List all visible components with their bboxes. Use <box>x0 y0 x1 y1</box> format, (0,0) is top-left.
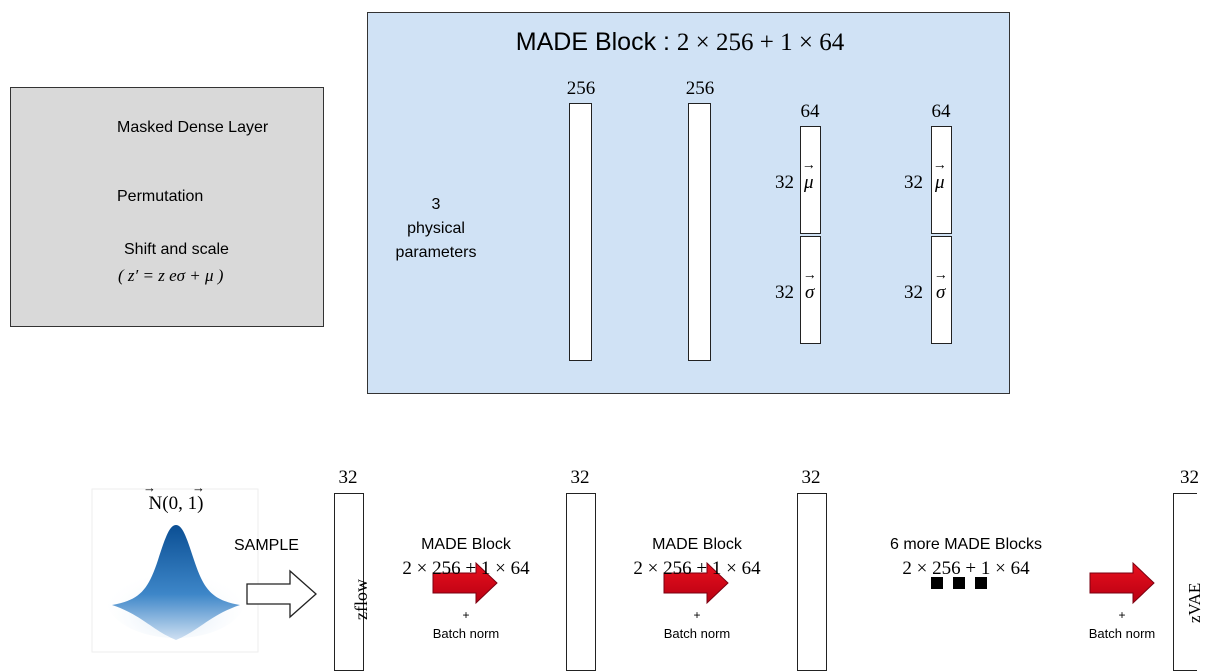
z-flow-label: zflow <box>351 579 371 620</box>
made-title-prefix: MADE Block : <box>515 28 670 56</box>
made-perm-mu-bar <box>931 126 952 234</box>
flow-bar-3 <box>797 493 827 671</box>
z-vae-label: zVAE <box>1185 582 1204 623</box>
made-input-label: 3 physical parameters <box>396 193 477 265</box>
made-sigma-bar <box>800 236 821 344</box>
made-perm-sigma-symbol: →σ <box>934 268 948 304</box>
mu-symbol: μ <box>804 172 814 193</box>
made-input-line-2: physical <box>407 220 465 237</box>
ellipsis-dot-3 <box>975 577 987 589</box>
sample-arrow-icon <box>246 569 317 619</box>
flow-size-4: 32 <box>1180 467 1199 488</box>
legend-permutation-label: Permutation <box>117 188 204 205</box>
flow-size-3: 32 <box>801 467 821 488</box>
made-perm-mu-symbol: →μ <box>933 158 947 194</box>
legend-masked-dense-label: Masked Dense Layer <box>117 119 269 136</box>
made-layer-4-size: 64 <box>931 101 951 122</box>
legend-shift-formula: ( z′ = z eσ + μ ) <box>118 266 224 285</box>
flow-block-1-batchnorm: Batch norm <box>432 626 500 641</box>
flow-block-1-title: MADE Block <box>421 536 511 553</box>
made-sigma-size: 32 <box>775 282 794 303</box>
ellipsis-dot-2 <box>953 577 965 589</box>
gaussian-surface-icon <box>112 525 240 640</box>
flow-size-2: 32 <box>570 467 590 488</box>
flow-bar-2 <box>566 493 596 671</box>
normal-distribution-label: N(0, 1) <box>148 493 204 514</box>
normal-mean-arrow: → <box>143 480 156 495</box>
made-perm-sigma-size: 32 <box>904 282 923 303</box>
flow-red-arrow-2-icon <box>663 561 729 605</box>
sigma-symbol: σ <box>805 282 815 303</box>
flow-block-3-formula: 2 × 256 + 1 × 64 <box>902 558 1030 579</box>
legend-box <box>10 87 324 327</box>
perm-mu-symbol: μ <box>935 172 945 193</box>
made-sigma-symbol: →σ <box>803 268 817 304</box>
sample-label: SAMPLE <box>234 537 299 554</box>
made-layer-2-size: 256 <box>685 78 715 99</box>
z-vae-bar <box>1173 493 1197 671</box>
made-input-line-1: 3 <box>431 196 441 213</box>
made-perm-mu-size: 32 <box>904 172 923 193</box>
flow-red-arrow-1-icon <box>432 561 498 605</box>
perm-sigma-vector-arrow: → <box>933 268 948 283</box>
made-layer-1-size: 256 <box>566 78 596 99</box>
legend-shift-scale-label: Shift and scale <box>124 241 229 258</box>
flow-block-2-plus: + <box>693 608 701 622</box>
flow-block-1-plus: + <box>462 608 470 622</box>
normal-std-arrow: → <box>192 480 205 495</box>
perm-mu-vector-arrow: → <box>932 158 947 173</box>
ellipsis-dot-1 <box>931 577 943 589</box>
perm-sigma-symbol: σ <box>936 282 946 303</box>
made-input-line-3: parameters <box>395 244 477 261</box>
sigma-vector-arrow: → <box>802 268 817 283</box>
flow-block-2-batchnorm: Batch norm <box>663 626 731 641</box>
flow-red-arrow-3-icon <box>1089 561 1155 605</box>
made-title: MADE Block : 2 × 256 + 1 × 64 <box>516 28 844 57</box>
made-mu-symbol: →μ <box>802 158 816 194</box>
made-mu-size: 32 <box>775 172 794 193</box>
made-title-formula: 2 × 256 + 1 × 64 <box>676 29 845 56</box>
made-layer-3-size: 64 <box>800 101 820 122</box>
flow-block-2-formula: 2 × 256 + 1 × 64 <box>633 558 761 579</box>
flow-block-3-plus: + <box>1118 608 1126 622</box>
made-perm-sigma-bar <box>931 236 952 344</box>
flow-block-3-title: 6 more MADE Blocks <box>889 536 1043 553</box>
flow-block-2-title: MADE Block <box>652 536 742 553</box>
flow-size-1: 32 <box>338 467 358 488</box>
flow-block-1-formula: 2 × 256 + 1 × 64 <box>402 558 530 579</box>
made-layer-1-bar <box>569 103 592 361</box>
flow-block-3-batchnorm: Batch norm <box>1088 626 1156 641</box>
made-mu-bar <box>800 126 821 234</box>
mu-vector-arrow: → <box>801 158 816 173</box>
made-layer-2-bar <box>688 103 711 361</box>
